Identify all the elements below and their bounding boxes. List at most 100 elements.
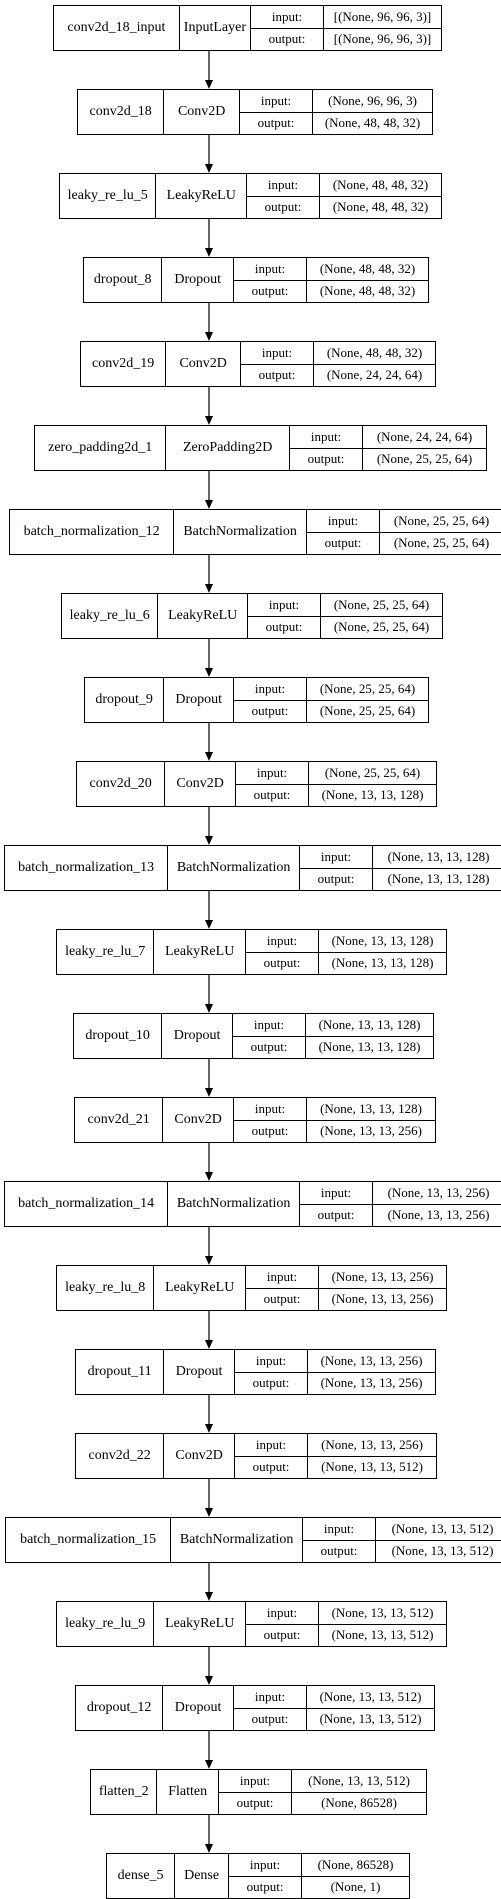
arrowhead (205, 1424, 213, 1433)
output-label: output: (247, 196, 320, 218)
input-label: input: (246, 1602, 319, 1624)
input-label: input: (234, 258, 307, 280)
input-shape: (None, 13, 13, 128) (387, 848, 490, 864)
input-shape: (None, 48, 48, 32) (319, 260, 416, 276)
output-shape: (None, 13, 13, 256) (320, 1375, 423, 1391)
arrowhead (205, 416, 213, 425)
output-shape: (None, 24, 24, 64) (326, 367, 423, 383)
output-row: output:(None, 13, 13, 512) (234, 1707, 434, 1730)
layer-io-table: input: (None, 48, 48, 32) output:(None, 48… (234, 258, 428, 302)
output-label: output: (241, 364, 314, 386)
layer-io-table: input:(None, 48, 48, 32)output:(None, 48… (247, 174, 441, 218)
layer-type: Dropout (162, 1014, 233, 1058)
input-row: input: (None, 13, 13, 128) (300, 846, 501, 868)
layer-type: LeakyReLU (156, 174, 247, 218)
layer-name: leaky_re_lu_5 (60, 174, 157, 218)
input-shape: (None, 13, 13, 128) (331, 932, 434, 948)
output-row: output: [(None, 96, 96, 3)] (251, 27, 441, 50)
input-row: input:(None, 13, 13, 512) (234, 1686, 434, 1708)
input-label: input: (240, 90, 313, 112)
input-shape: (None, 96, 96, 3) (328, 92, 417, 108)
input-label: input: (300, 846, 373, 868)
input-shape: (None, 86528) (317, 1856, 394, 1872)
output-shape: (None, 25, 25, 64) (393, 535, 490, 551)
output-row: output:(None, 13, 13, 128) (236, 783, 436, 806)
input-shape: (None, 13, 13, 256) (321, 1436, 423, 1452)
input-label: input: (246, 1266, 319, 1288)
output-row: output:(None, 48, 48, 32) (234, 279, 428, 302)
output-row: output: (None, 25, 25, 64) (234, 699, 428, 722)
layer-name: batch_normalization_15 (6, 1518, 172, 1562)
input-row: input:(None, 25, 25, 64) (248, 594, 442, 616)
output-row: output:(None, 13, 13, 128) (233, 1035, 433, 1058)
output-shape: (None, 13, 13, 128) (387, 871, 490, 887)
output-shape: (None, 86528) (321, 1795, 397, 1811)
output-row: output: (None, 48, 48, 32) (247, 195, 441, 218)
input-shape: (None, 24, 24, 64) (376, 428, 473, 444)
input-row: input:(None, 25, 25, 64) (234, 678, 428, 700)
output-shape: (None, 48, 48, 32) (332, 199, 429, 215)
layer-name: dropout_9 (85, 678, 165, 722)
input-row: input:(None, 86528) (229, 1854, 409, 1876)
input-row: input:(None, 13, 13, 512) (219, 1770, 426, 1792)
output-label: output: (234, 1120, 307, 1142)
output-label: output: (248, 616, 321, 638)
layer-type: BatchNormalization (168, 1182, 300, 1226)
output-label: output: (300, 1204, 373, 1226)
layer-type: BatchNormalization (168, 846, 300, 890)
layer-name: dropout_10 (74, 1014, 163, 1058)
output-row: output: (None, 24, 24, 64) (241, 363, 435, 386)
output-shape: (None, 25, 25, 64) (333, 619, 430, 635)
layer-name: conv2d_20 (77, 762, 166, 806)
input-shape: (None, 13, 13, 512) (391, 1520, 494, 1536)
arrowhead (205, 1172, 213, 1181)
input-label: input: (300, 1182, 373, 1204)
input-row: input:(None, 13, 13, 512) (246, 1602, 446, 1624)
output-label: output: (251, 28, 324, 50)
input-label: input: (307, 510, 380, 532)
layer-io-table: input:(None, 13, 13, 512)output:(None, 1… (303, 1518, 501, 1562)
layer-io-table: input:(None, 25, 25, 64)output: (None, 25… (248, 594, 442, 638)
input-shape: (None, 13, 13, 256) (331, 1268, 434, 1284)
arrowhead (205, 164, 213, 173)
input-label: input: (235, 1434, 308, 1456)
output-shape: [(None, 96, 96, 3)] (333, 31, 432, 47)
output-row: output:(None, 13, 13, 128) (246, 951, 446, 974)
input-shape: (None, 25, 25, 64) (324, 764, 421, 780)
output-shape: (None, 25, 25, 64) (319, 703, 416, 719)
output-label: output: (234, 700, 307, 722)
arrowhead (205, 920, 213, 929)
input-label: input: (234, 1686, 307, 1708)
output-label: output: (234, 1708, 307, 1730)
arrowhead (205, 1592, 213, 1601)
layer-name: dropout_11 (76, 1350, 165, 1394)
input-row: input:(None, 13, 13, 512) (303, 1518, 501, 1540)
output-row: output:(None, 48, 48, 32) (240, 111, 432, 134)
layer-type: Dropout (162, 258, 234, 302)
output-label: output: (229, 1876, 302, 1898)
layer-type: ZeroPadding2D (166, 426, 290, 470)
layer-io-table: input: (None, 13, 13, 256) output:(None, 1… (246, 1266, 446, 1310)
layer-type: BatchNormalization (174, 510, 307, 554)
layer-type: Dropout (164, 678, 234, 722)
output-shape: (None, 13, 13, 128) (318, 1039, 421, 1055)
layer-name: dropout_12 (76, 1686, 164, 1730)
layer-io-table: input:(None, 86528)output:(None, 1) (229, 1854, 409, 1898)
output-row: output:(None, 13, 13, 256) (246, 1287, 446, 1310)
layer-type: LeakyReLU (154, 930, 246, 974)
input-shape: (None, 13, 13, 256) (387, 1184, 490, 1200)
layer-type: LeakyReLU (154, 1602, 246, 1646)
output-row: output:(None, 25, 25, 64) (307, 531, 501, 554)
input-row: input:(None, 13, 13, 128) (246, 930, 446, 952)
input-label: input: (233, 1014, 306, 1036)
input-row: input:(None, 13, 13, 256) (235, 1350, 435, 1372)
output-row: output: (None, 25, 25, 64) (248, 615, 442, 638)
